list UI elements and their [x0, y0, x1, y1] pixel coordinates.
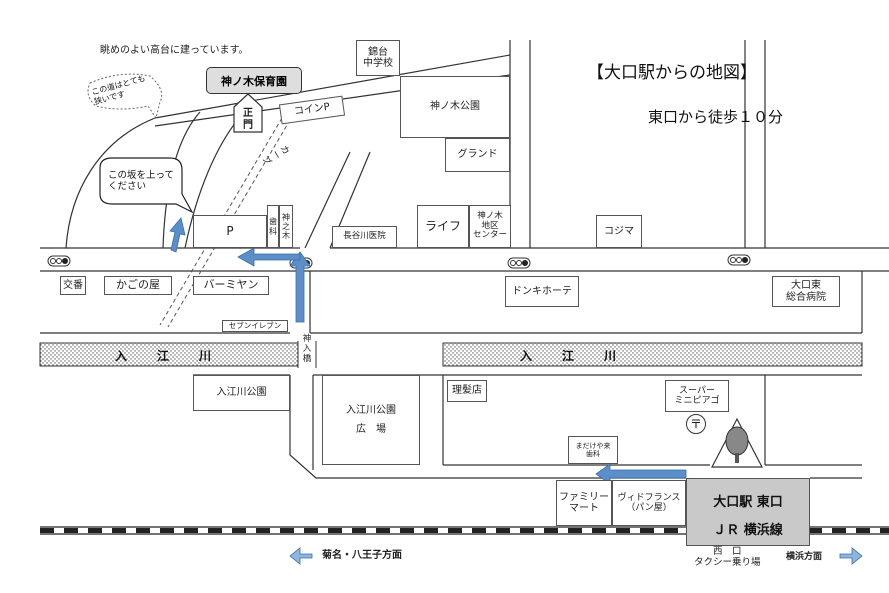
- hasegawa-clinic: 長谷川医院: [332, 226, 397, 248]
- life-supermarket: ライフ: [417, 205, 469, 248]
- tree-icon: [711, 417, 763, 468]
- traffic-light-icon: [507, 257, 531, 269]
- speech-bubble: [87, 73, 163, 120]
- main-gate-label: 正門: [243, 108, 253, 131]
- river-right: [442, 342, 863, 367]
- traffic-light-icon: [47, 255, 71, 267]
- direction-yokohama: 横浜方面: [786, 552, 823, 562]
- station-dental: まだけや来 歯科: [568, 436, 618, 464]
- bridge-label: 神 入 橋: [302, 334, 312, 364]
- direction-kikuna: 菊名・八王子方面: [322, 550, 402, 561]
- community-center: 神ノ木 地区 センター: [469, 205, 511, 248]
- barber-shop: 理髪店: [447, 380, 487, 402]
- mini-piago-super: スーパー ミニピアゴ: [665, 380, 729, 412]
- traffic-light-icon: [727, 254, 751, 266]
- oguchi-station: 大口駅 東口 ＪＲ 横浜線: [686, 478, 810, 546]
- kaminoki-park: 神ノ木公園: [400, 76, 510, 138]
- route-arrow: [237, 247, 301, 267]
- west-exit-taxi: 西 口 タクシー乗り場: [694, 546, 761, 568]
- route-arrow: [169, 217, 186, 253]
- donki-store: ドンキホーテ: [505, 276, 579, 307]
- station-line: ＪＲ 横浜線: [713, 523, 783, 538]
- vie-de-france: ヴィドフランス （パン屋）: [612, 480, 686, 526]
- walking-time: 東口から徒歩１０分: [648, 108, 784, 126]
- nursery-label: 神ノ木保育園: [206, 67, 302, 94]
- irie-plaza: 入江川公園 広 場: [322, 375, 420, 465]
- station-name: 大口駅 東口: [713, 495, 783, 510]
- police-box: 交番: [60, 276, 86, 295]
- post-office-icon: 〒: [686, 414, 706, 434]
- direction-arrow-right: [839, 547, 863, 565]
- map-title: 【大口駅からの地図】: [587, 63, 757, 83]
- road-edge: [304, 151, 351, 249]
- seven-eleven: セブンイレブン: [222, 320, 288, 332]
- irie-park: 入江川公園: [193, 375, 290, 411]
- slope-road: [65, 117, 156, 249]
- parking-lot: P: [193, 215, 267, 248]
- route-arrow: [289, 251, 311, 323]
- river-label-right: 入江川: [520, 349, 647, 363]
- hilltop-note: 眺めのよい高台に建っています。: [100, 45, 249, 56]
- kojima-store: コジマ: [596, 215, 642, 248]
- family-mart: ファミリー マート: [556, 480, 612, 526]
- ground-label: グランド: [445, 138, 510, 172]
- road-edge: [154, 54, 511, 119]
- river-label-left: 入江川: [115, 349, 242, 363]
- slope-note: この坂を上ってください: [108, 170, 175, 193]
- hospital-label: 大口東 総合病院: [772, 276, 840, 307]
- kagonoya-restaurant: かごの屋: [104, 276, 172, 295]
- main-gate-marker: [233, 93, 263, 133]
- school-label: 錦台 中学校: [356, 40, 400, 76]
- direction-arrow-left: [289, 547, 313, 565]
- bamiyan-restaurant: バーミヤン: [193, 276, 269, 295]
- dental-kaminoki: 神 之 木: [279, 205, 293, 248]
- road-edge: [289, 375, 686, 479]
- dental-clinic: 歯 科: [267, 205, 279, 248]
- route-arrow: [595, 463, 687, 485]
- speech-bubble: [99, 157, 194, 214]
